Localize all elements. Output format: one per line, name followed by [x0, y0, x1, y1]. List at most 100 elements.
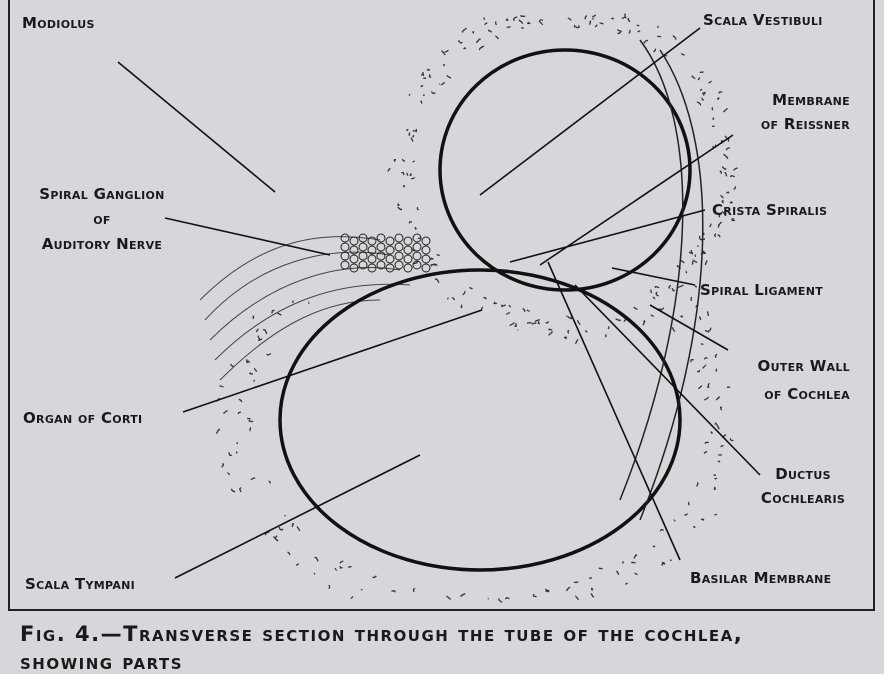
cochlea-illustration: [0, 0, 884, 612]
label-scala-vestibuli: Scala Vestibuli: [703, 12, 823, 29]
stipple-mark: [462, 28, 466, 32]
ganglion-cell: [395, 261, 403, 269]
stipple-mark: [435, 279, 439, 283]
stipple-mark: [635, 573, 638, 574]
stipple-mark: [684, 513, 687, 515]
stipple-mark: [388, 169, 390, 172]
stipple-mark: [695, 286, 697, 287]
stipple-mark: [697, 246, 698, 247]
stipple-mark: [473, 32, 474, 34]
ganglion-cell: [386, 246, 394, 254]
stipple-mark: [715, 234, 716, 237]
stipple-mark: [394, 160, 396, 162]
stipple-mark: [721, 195, 724, 198]
stipple-mark: [250, 373, 253, 374]
stipple-mark: [406, 173, 407, 175]
stipple-mark: [469, 288, 472, 289]
stipple-mark: [527, 323, 531, 324]
stipple-mark: [731, 176, 735, 177]
stipple-mark: [689, 252, 693, 254]
ganglion-cell: [422, 237, 430, 245]
stipple-mark: [697, 102, 701, 106]
ganglion-cell: [377, 234, 385, 242]
stipple-mark: [705, 442, 709, 443]
stipple-mark: [694, 526, 695, 527]
stipple-mark: [340, 566, 342, 568]
stipple-mark: [704, 397, 708, 400]
stipple-mark: [249, 420, 253, 421]
stipple-mark: [692, 76, 696, 79]
stipple-mark: [680, 316, 682, 317]
stipple-mark: [340, 561, 343, 563]
ganglion-cell: [386, 255, 394, 263]
stipple-mark: [515, 323, 517, 326]
label-crista-spiralis: Crista Spiralis: [712, 202, 827, 219]
figure-caption-line-2: showing parts: [20, 650, 183, 674]
ganglion-cell: [404, 237, 412, 245]
stipple-mark: [507, 27, 511, 28]
stipple-mark: [335, 568, 337, 570]
stipple-mark: [236, 452, 237, 453]
stipple-mark: [297, 564, 299, 566]
stipple-mark: [256, 329, 258, 332]
stipple-mark: [611, 18, 613, 19]
stipple-mark: [568, 331, 569, 334]
stipple-mark: [217, 429, 220, 433]
stipple-mark: [697, 483, 698, 487]
label-line: Outer Wall: [758, 358, 850, 375]
stipple-mark: [510, 323, 514, 326]
stipple-mark: [411, 178, 415, 179]
stipple-mark: [724, 154, 728, 158]
stipple-mark: [718, 98, 720, 99]
stipple-mark: [653, 546, 655, 547]
stipple-mark: [574, 25, 576, 27]
label-ductus-cochlearis: Ductus Cochlearis: [748, 466, 858, 507]
stipple-mark: [691, 360, 694, 363]
stipple-mark: [427, 69, 429, 70]
stipple-mark: [373, 576, 377, 578]
stipple-mark: [634, 307, 638, 309]
stipple-mark: [681, 260, 685, 263]
stipple-mark: [240, 488, 241, 492]
label-line: Auditory Nerve: [22, 236, 182, 253]
stipple-mark: [703, 365, 707, 368]
ganglion-cell: [422, 246, 430, 254]
stipple-mark: [533, 594, 536, 596]
stipple-mark: [618, 33, 621, 34]
label-basilar-membrane: Basilar Membrane: [690, 570, 831, 587]
stipple-mark: [452, 298, 455, 300]
stipple-mark: [411, 138, 413, 142]
stipple-mark: [734, 168, 738, 171]
stipple-mark: [409, 222, 411, 223]
ganglion-cell: [395, 243, 403, 251]
stipple-mark: [413, 161, 414, 162]
stipple-mark: [251, 478, 255, 480]
stipple-mark: [653, 49, 655, 52]
stipple-mark: [285, 516, 286, 517]
stipple-mark: [523, 309, 525, 312]
stipple-mark: [616, 571, 618, 575]
stipple-mark: [409, 94, 410, 95]
stipple-mark: [392, 591, 396, 592]
ganglion-cell: [404, 246, 412, 254]
stipple-mark: [424, 95, 425, 96]
label-line: of Reissner: [761, 116, 850, 133]
stipple-mark: [228, 472, 230, 474]
stipple-mark: [651, 315, 653, 316]
stipple-mark: [463, 291, 465, 295]
stipple-mark: [576, 25, 579, 27]
ganglion-cell: [359, 252, 367, 260]
stipple-mark: [222, 463, 224, 467]
stipple-mark: [253, 316, 254, 319]
stipple-mark: [590, 21, 591, 25]
stipple-mark: [700, 316, 702, 320]
stipple-mark: [489, 30, 492, 32]
label-spiral-ganglion: Spiral Ganglion of Auditory Nerve: [22, 186, 182, 253]
stipple-mark: [625, 583, 627, 584]
label-line: Spiral Ganglion: [22, 186, 182, 203]
stipple-mark: [461, 594, 465, 597]
stipple-mark: [432, 92, 436, 94]
stipple-mark: [232, 489, 235, 492]
stipple-mark: [423, 72, 424, 76]
stipple-mark: [698, 386, 701, 389]
